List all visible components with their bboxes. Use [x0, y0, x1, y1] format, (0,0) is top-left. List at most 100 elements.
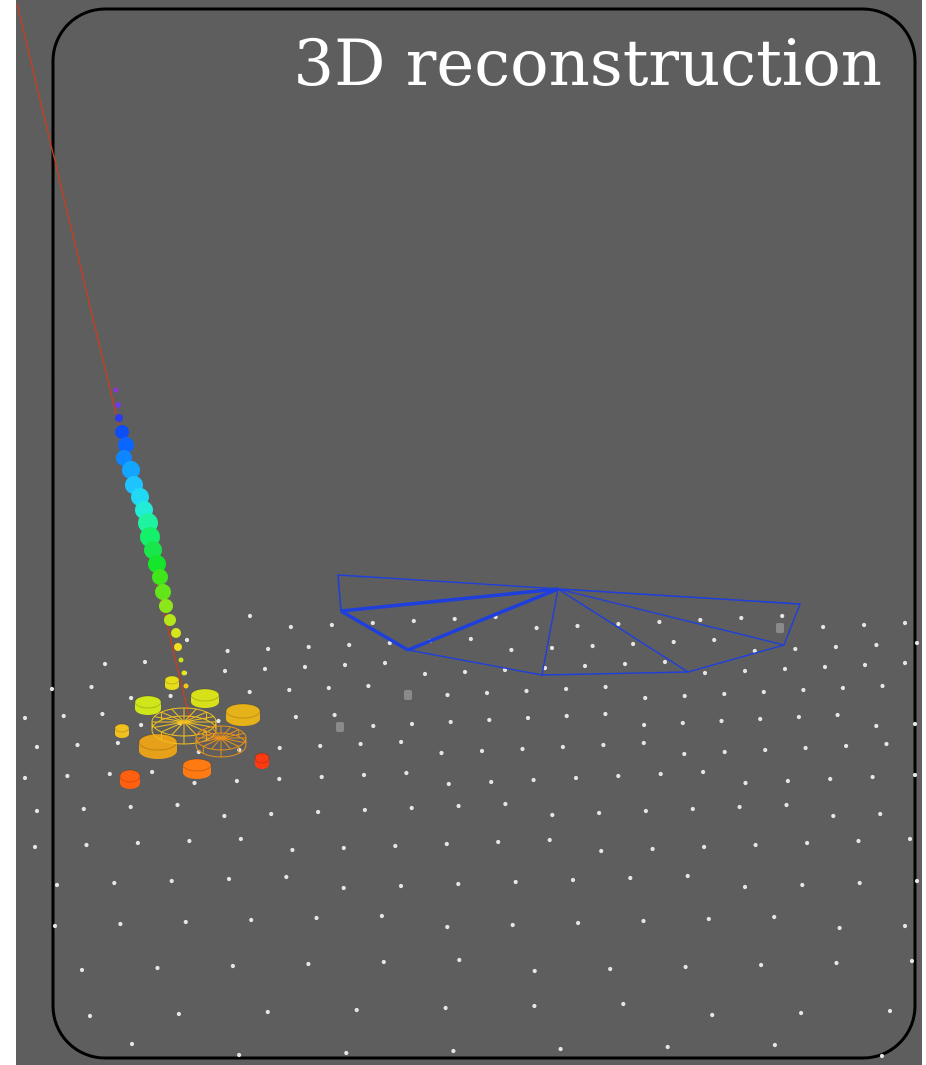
- detector-dot: [439, 750, 444, 756]
- detector-dot: [457, 957, 462, 963]
- shower-hit: [148, 555, 166, 573]
- detector-dot: [22, 715, 28, 721]
- fan-edge-bold: [340, 609, 409, 652]
- detector-dot: [862, 622, 867, 628]
- detector-dot: [22, 775, 28, 781]
- detector-dot: [169, 878, 174, 884]
- detector-dot: [379, 913, 384, 919]
- detector-dot: [277, 745, 282, 751]
- detector-dot: [603, 684, 608, 690]
- shower-hit: [115, 402, 121, 408]
- detector-dot: [479, 748, 485, 754]
- detector-dot: [793, 646, 798, 652]
- detector-dot: [662, 659, 668, 665]
- detector-dot: [484, 690, 490, 696]
- detector-dot: [79, 967, 85, 973]
- panel-title: 3D reconstruction: [293, 27, 882, 101]
- wire-spoke: [183, 708, 197, 723]
- shower-hit: [122, 461, 140, 479]
- detector-dot: [880, 683, 885, 689]
- detector-dot: [87, 1013, 93, 1019]
- station-top: [138, 733, 178, 751]
- wire-spoke: [154, 716, 185, 723]
- detector-dot: [468, 636, 473, 642]
- detector-dot: [237, 1052, 242, 1058]
- detector-dot: [266, 646, 271, 652]
- detector-dot: [682, 693, 687, 699]
- station: [182, 758, 212, 779]
- station-top: [190, 688, 220, 702]
- faint-markers: [336, 623, 784, 732]
- detector-dot: [844, 743, 849, 749]
- detector-dot: [155, 965, 160, 971]
- shower-hit: [115, 414, 123, 422]
- detector-dot: [710, 1012, 715, 1018]
- detector-dot: [902, 660, 908, 666]
- wire-spoke: [183, 711, 207, 723]
- detector-dot: [780, 613, 785, 619]
- shower-hit: [144, 541, 162, 559]
- detector-dot: [742, 668, 748, 674]
- detector-dot: [752, 648, 757, 654]
- detector-dot: [176, 1011, 181, 1017]
- wire-spoke: [197, 732, 222, 739]
- station-base: [115, 730, 129, 738]
- detector-dot: [222, 813, 227, 819]
- shower-hit: [164, 614, 176, 626]
- detector-dot: [719, 718, 724, 724]
- station: [190, 688, 220, 708]
- detector-dot: [884, 741, 889, 747]
- station-top: [254, 752, 270, 764]
- detector-dot: [799, 1010, 804, 1016]
- detector-dot: [641, 918, 646, 924]
- detector-dot: [288, 624, 293, 630]
- detector-dot: [302, 664, 308, 670]
- detector-dot: [150, 769, 155, 775]
- detector-dot: [118, 921, 123, 927]
- detector-dot: [234, 778, 239, 784]
- fan-spoke: [407, 587, 559, 652]
- detector-dot: [361, 772, 367, 778]
- detector-dot: [857, 880, 862, 886]
- detector-dot: [318, 743, 323, 749]
- detector-dot: [914, 640, 920, 646]
- detector-dot: [489, 779, 494, 785]
- fan-spoke: [557, 588, 689, 673]
- detector-dot: [837, 925, 842, 931]
- detector-dot: [642, 722, 647, 728]
- detector-dot: [314, 915, 319, 921]
- detector-dot: [451, 1048, 456, 1054]
- detector-dot: [782, 666, 788, 672]
- detector-dot: [878, 811, 883, 817]
- station: [134, 695, 162, 715]
- detector-dot: [549, 645, 555, 651]
- detector-dot: [168, 693, 173, 699]
- detector-dot: [448, 719, 453, 725]
- detector-dot: [487, 717, 492, 723]
- detector-dot: [358, 741, 363, 747]
- detector-dot: [682, 751, 687, 757]
- detector-dot: [75, 742, 80, 748]
- detector-dot: [622, 661, 628, 667]
- detector-dot: [805, 840, 810, 846]
- detector-dot: [616, 621, 621, 627]
- station: [114, 723, 130, 738]
- detector-dot: [657, 619, 662, 625]
- detector-dot: [856, 838, 861, 844]
- detector-dot: [409, 805, 414, 811]
- detector-dot: [362, 807, 367, 813]
- detector-dot: [643, 695, 648, 701]
- detector-dot: [680, 720, 685, 726]
- detector-dot: [803, 745, 808, 751]
- rounded-frame: [51, 7, 917, 1060]
- wire-spoke: [220, 732, 245, 739]
- detector-dot: [737, 804, 742, 810]
- detector-dot: [107, 771, 112, 777]
- wire-spoke: [220, 737, 239, 747]
- station-top: [225, 703, 261, 719]
- detector-dot: [382, 660, 388, 666]
- detector-dot: [452, 616, 457, 622]
- detector-dot: [690, 806, 695, 812]
- shower-hit: [159, 599, 173, 613]
- detector-dot: [462, 669, 468, 675]
